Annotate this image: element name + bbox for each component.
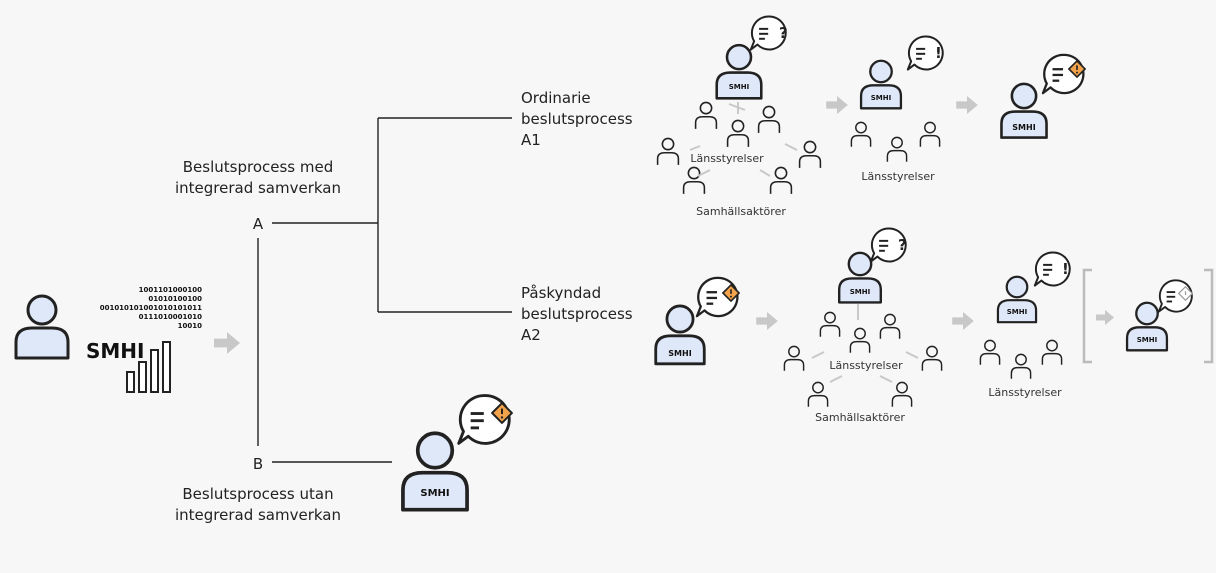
question-mark: ? <box>898 236 907 254</box>
person-outline-icon <box>798 140 822 169</box>
person-outline-icon <box>757 105 781 134</box>
beslut-utan-label: Beslutsprocess utan <box>182 485 333 503</box>
person-outline-icon <box>886 136 908 163</box>
person-outline-icon <box>726 119 750 148</box>
smhi-shirt-label: SMHI <box>1007 308 1027 316</box>
b-smhi-warning: SMHI <box>401 394 513 512</box>
samhallsaktorer-label: Samhällsaktörer <box>696 205 786 218</box>
final-step-bracket <box>1082 268 1214 364</box>
person-outline-icon <box>819 311 841 338</box>
a1-label: A1 <box>521 131 541 149</box>
smhi-shirt-label: SMHI <box>729 83 749 91</box>
smhi-shirt-label: SMHI <box>420 488 449 499</box>
a1-label: Ordinarie <box>521 89 591 107</box>
exclamation-mark: ! <box>935 44 942 62</box>
a2-process: SMHI SMHI ? Länsstyrelser Samhällsaktöre… <box>654 227 1214 424</box>
smhi-shirt-label: SMHI <box>668 349 691 358</box>
analyst-person-icon <box>14 294 70 360</box>
lansstyrelser-label: Länsstyrelser <box>988 386 1062 399</box>
binary-line: 001010101001010101011 <box>100 304 202 312</box>
a2-label: A2 <box>521 326 541 344</box>
person-outline-icon <box>849 327 871 354</box>
smhi-shirt-label: SMHI <box>1012 123 1035 132</box>
bar-chart-icon <box>126 341 171 393</box>
tree-connectors <box>257 117 512 463</box>
smhi-shirt-label: SMHI <box>850 288 870 296</box>
a1-label: beslutsprocess <box>521 110 633 128</box>
letter-b: B <box>253 455 263 473</box>
lansstyrelser-label: Länsstyrelser <box>690 152 764 165</box>
person-outline-icon <box>783 345 805 372</box>
binary-data: 1001101000100 01010100100 00101010100101… <box>100 286 202 330</box>
person-outline-icon <box>1010 353 1032 380</box>
person-outline-icon <box>682 166 706 195</box>
binary-line: 0111010001010 <box>139 313 202 321</box>
person-outline-icon <box>850 121 872 148</box>
person-outline-icon <box>979 339 1001 366</box>
person-outline-icon <box>1041 339 1063 366</box>
samhallsaktorer-label: Samhällsaktörer <box>815 411 905 424</box>
person-outline-icon <box>656 137 680 166</box>
beslut-med-label: integrerad samverkan <box>175 179 341 197</box>
a2-label: Påskyndad <box>521 284 601 302</box>
beslut-med-label: Beslutsprocess med <box>183 158 333 176</box>
person-outline-icon <box>879 313 901 340</box>
arrow-right-icon <box>952 312 974 330</box>
a2-label: beslutsprocess <box>521 305 633 323</box>
arrow-right-icon <box>956 96 978 114</box>
person-outline-icon <box>891 381 913 408</box>
arrow-right-icon <box>826 96 848 114</box>
smhi-logo: SMHI <box>86 339 145 363</box>
smhi-shirt-label: SMHI <box>871 94 891 102</box>
smhi-data-source: 1001101000100 01010100100 00101010100101… <box>14 286 240 393</box>
beslut-utan-label: integrerad samverkan <box>175 506 341 524</box>
letter-a: A <box>253 215 264 233</box>
binary-line: 01010100100 <box>148 295 202 303</box>
binary-line: 10010 <box>178 322 202 330</box>
arrow-right-icon <box>214 332 240 354</box>
arrow-right-icon <box>1096 310 1114 325</box>
exclamation-mark: ! <box>1062 260 1069 278</box>
person-outline-icon <box>807 381 829 408</box>
question-mark: ? <box>779 24 788 42</box>
network-arrows <box>811 304 919 383</box>
person-outline-icon <box>769 166 793 195</box>
person-outline-icon <box>921 345 943 372</box>
lansstyrelser-label: Länsstyrelser <box>861 170 935 183</box>
binary-line: 1001101000100 <box>139 286 202 294</box>
person-outline-icon <box>919 121 941 148</box>
lansstyrelser-label: Länsstyrelser <box>829 359 903 372</box>
smhi-shirt-label: SMHI <box>1137 336 1157 344</box>
network-arrows <box>689 102 798 177</box>
person-outline-icon <box>694 101 718 130</box>
a1-process: SMHI ? Länsstyrelser Samhällsaktörer SMH… <box>656 15 1086 218</box>
arrow-right-icon <box>756 312 778 330</box>
